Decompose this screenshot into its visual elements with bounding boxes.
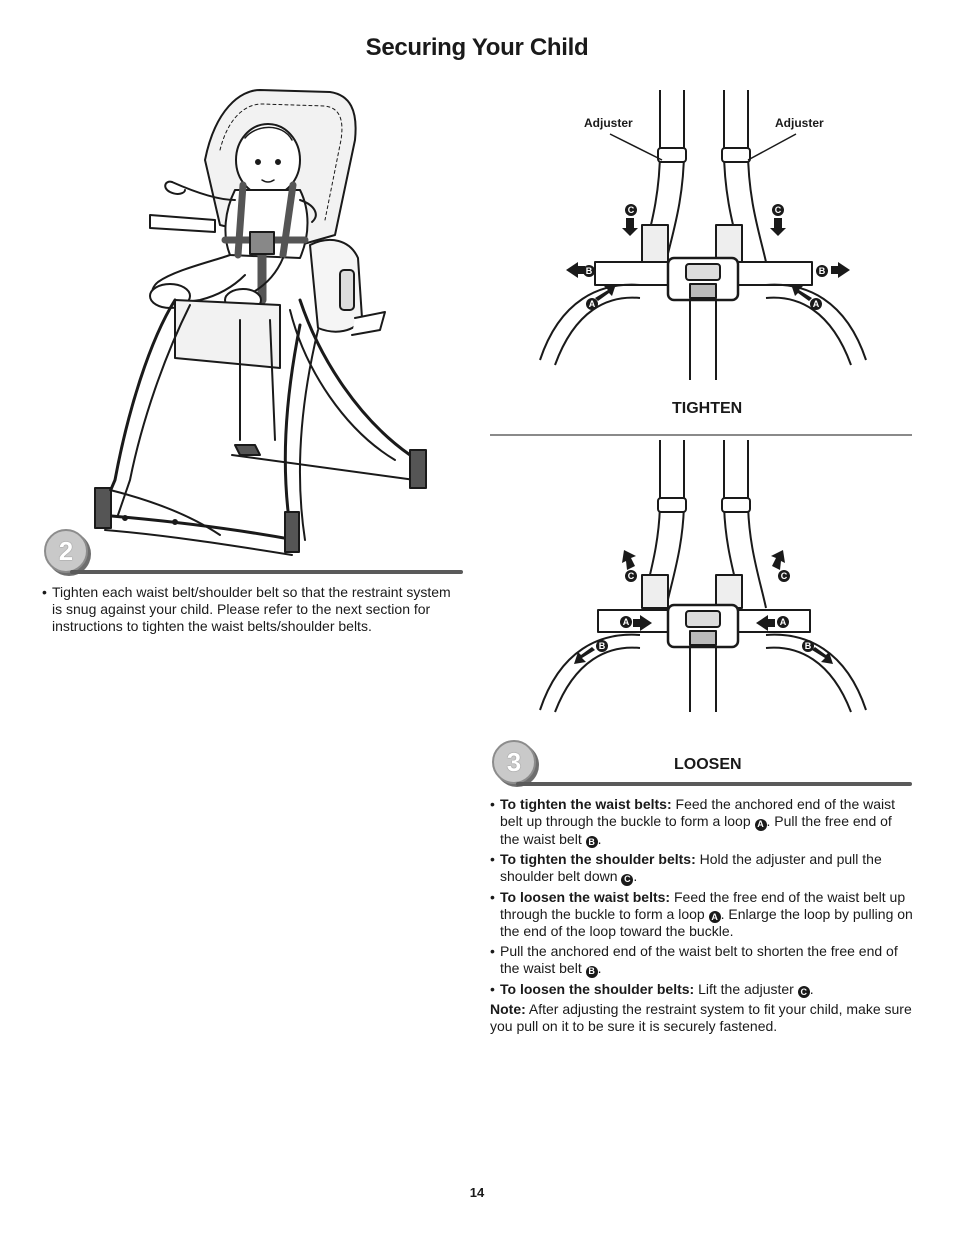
instruction-shorten-free-end: Pull the anchored end of the waist belt … xyxy=(490,943,914,978)
instruction-tighten-shoulder: To tighten the shoulder belts: Hold the … xyxy=(490,851,914,886)
step-3-divider xyxy=(516,782,912,786)
marker-b-right: B xyxy=(816,265,828,277)
marker-c-left: C xyxy=(625,204,637,216)
adjuster-label-right: Adjuster xyxy=(775,116,824,130)
adjuster-label-left: Adjuster xyxy=(584,116,633,130)
marker-b-left: B xyxy=(583,265,595,277)
marker-a-right-loosen: A xyxy=(777,616,789,628)
instruction-tighten-waist: To tighten the waist belts: Feed the anc… xyxy=(490,796,914,848)
step-2-divider xyxy=(70,570,463,574)
diagram-separator xyxy=(490,434,912,436)
instruction-note: Note: After adjusting the restraint syst… xyxy=(490,1001,912,1034)
marker-a-left-loosen: A xyxy=(620,616,632,628)
step-2-text: Tighten each waist belt/shoulder belt so… xyxy=(42,584,462,638)
step-2-badge: 2 xyxy=(44,529,88,573)
tighten-label: TIGHTEN xyxy=(672,400,743,417)
loosen-label: LOOSEN xyxy=(674,756,742,773)
instruction-loosen-shoulder: To loosen the shoulder belts: Lift the a… xyxy=(490,981,914,998)
step-2-bullet: Tighten each waist belt/shoulder belt so… xyxy=(42,584,462,635)
marker-c-left-loosen: C xyxy=(625,570,637,582)
page-title: Securing Your Child xyxy=(365,34,589,61)
marker-a-left: A xyxy=(586,298,598,310)
marker-c-right-loosen: C xyxy=(778,570,790,582)
step-3-badge: 3 xyxy=(492,740,536,784)
marker-a-right: A xyxy=(810,298,822,310)
marker-b-right-loosen: B xyxy=(802,640,814,652)
marker-c-right: C xyxy=(772,204,784,216)
step-3-instructions: To tighten the waist belts: Feed the anc… xyxy=(490,796,914,1035)
page-number: 14 xyxy=(469,1185,485,1200)
marker-b-left-loosen: B xyxy=(596,640,608,652)
instruction-loosen-waist: To loosen the waist belts: Feed the free… xyxy=(490,889,914,941)
